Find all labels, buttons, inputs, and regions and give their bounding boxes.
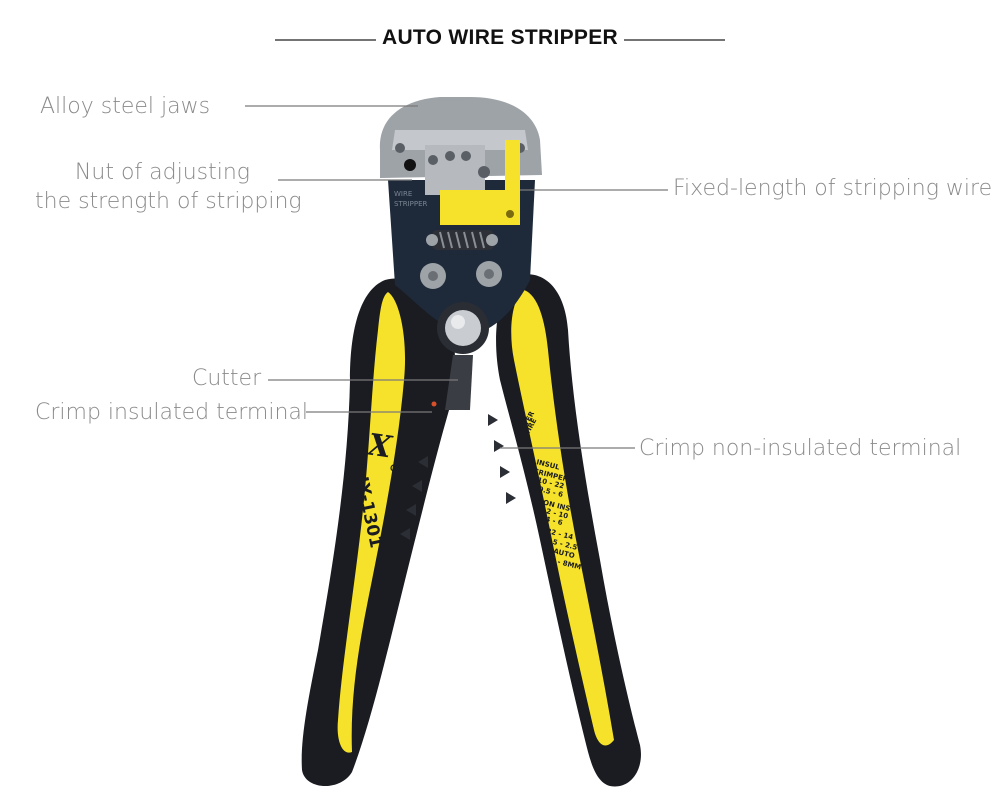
right-handle	[488, 274, 641, 787]
page-title: AUTO WIRE STRIPPER	[0, 26, 1000, 50]
leader-lines	[245, 105, 668, 449]
callout-nut-adjusting-line2: the strength of stripping	[35, 189, 302, 214]
registered-icon	[390, 464, 398, 472]
callout-alloy-steel-jaws: Alloy steel jaws	[40, 94, 211, 119]
jaw-print-1: WIRE	[394, 190, 412, 198]
page-title-text: AUTO WIRE STRIPPER	[375, 26, 625, 49]
tool-head	[379, 97, 542, 410]
callout-cutter: Cutter	[192, 366, 262, 391]
left-handle	[301, 278, 456, 787]
callout-crimp-insulated: Crimp insulated terminal	[35, 400, 308, 425]
jaw-print-2: STRIPPER	[394, 200, 428, 208]
callout-crimp-non-insulated: Crimp non-insulated terminal	[639, 436, 962, 461]
callout-fixed-length: Fixed-length of stripping wire	[673, 176, 993, 201]
callout-nut-adjusting-line1: Nut of adjusting	[74, 160, 250, 185]
